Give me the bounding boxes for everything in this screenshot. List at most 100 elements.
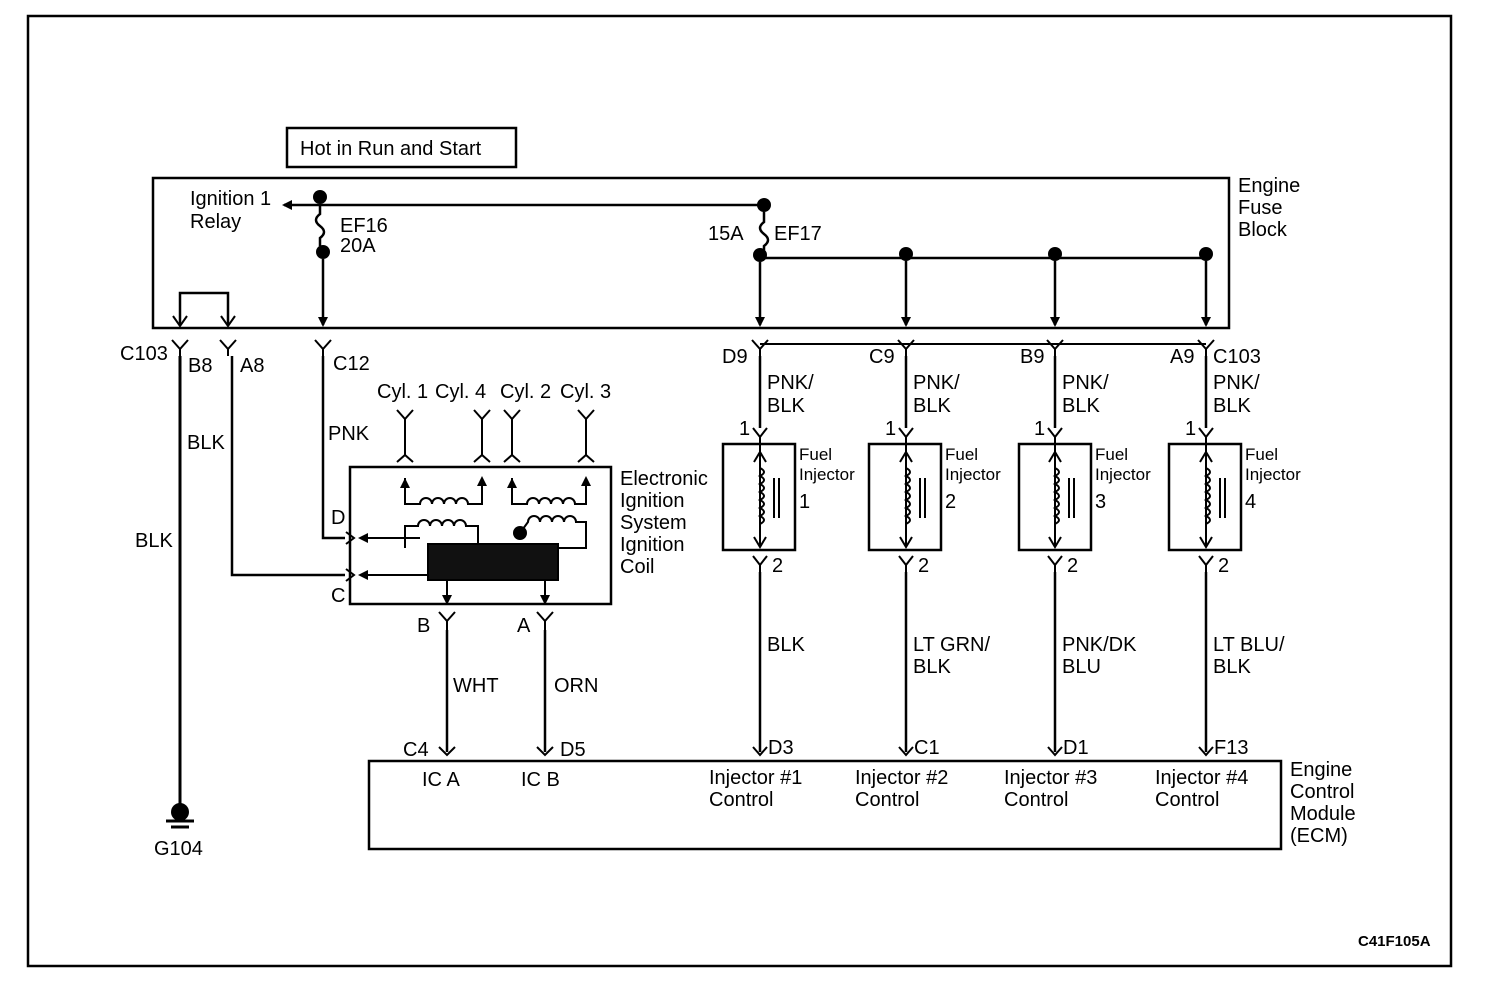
relay-label-2: Relay: [190, 211, 241, 233]
injector-4-solenoid-icon: [1203, 467, 1211, 525]
cyl-3-label: Cyl. 3: [560, 381, 611, 403]
c103-right-label: C103: [1213, 346, 1261, 368]
injector-4-pin1-socket-icon: [1198, 427, 1214, 439]
ef16-bottom-node: [316, 245, 330, 259]
pin-d-socket-icon: [345, 531, 356, 545]
injector-3-name-2: Injector: [1095, 465, 1151, 484]
ef16-fuse-icon: [314, 204, 326, 246]
coil-label-3: System: [620, 512, 687, 534]
bus-node-2: [899, 247, 913, 261]
injector-3-ecm-label-1: Injector #3: [1004, 767, 1097, 789]
ignition-coil-box: [348, 465, 613, 606]
engine-fuse-block: [151, 176, 1231, 330]
cyl-1-label: Cyl. 1: [377, 381, 428, 403]
outer-frame: [26, 14, 1453, 968]
injector-4-bottom-color-1: LT BLU/: [1213, 634, 1285, 656]
cyl-1-output: [396, 409, 414, 463]
ef17-bottom-node: [753, 248, 767, 262]
fuse-block-label-3: Block: [1238, 219, 1288, 241]
coil-2-3-secondary-winding: [511, 476, 591, 505]
injector-4-pin2-label: 2: [1218, 555, 1229, 577]
a8-fork-icon: [219, 339, 237, 356]
figure-code: C41F105A: [1358, 933, 1431, 950]
injector-1-top-color-1: PNK/: [767, 372, 814, 394]
pin-a-label: A: [517, 615, 531, 637]
ground-node: [171, 803, 189, 821]
injector-4-top-color-2: BLK: [1213, 395, 1251, 417]
b8-label: B8: [188, 355, 212, 377]
orn-wire-color: ORN: [554, 675, 598, 697]
injector-3-ecm-label-2: Control: [1004, 789, 1068, 811]
c103-left-label: C103: [120, 343, 168, 365]
a9-label: A9: [1170, 346, 1194, 368]
coil-label-1: Electronic: [620, 468, 708, 490]
injector-4-name-1: Fuel: [1245, 445, 1278, 464]
injector-2-pin2-fork-icon: [898, 555, 914, 572]
ef17-rating: 15A: [708, 223, 744, 245]
injector-3-outlet-arrow-icon: [1048, 536, 1062, 549]
injector-2-ecm-label-1: Injector #2: [855, 767, 948, 789]
injector-1-ecm-label-2: Control: [709, 789, 773, 811]
cyl-4-label: Cyl. 4: [435, 381, 486, 403]
injector-3-number: 3: [1095, 491, 1106, 513]
cyl-4-output: [473, 409, 491, 463]
pin-a-fork-icon: [536, 611, 554, 630]
injector-3-bottom-color-2: BLU: [1062, 656, 1101, 678]
coil-1-4-secondary-winding: [404, 476, 487, 505]
b8-a8-jumper: [178, 291, 230, 325]
injector-3-pin2-label: 2: [1067, 555, 1078, 577]
b9-label: B9: [1020, 346, 1044, 368]
coil-label-2: Ignition: [620, 490, 685, 512]
pin-b-fork-icon: [438, 611, 456, 630]
injector-4-pin2-fork-icon: [1198, 555, 1214, 572]
d9-fork-icon: [751, 339, 769, 356]
injector-3-name-1: Fuel: [1095, 445, 1128, 464]
hot-in-run-box: [285, 126, 518, 169]
injector-1-solenoid-icon: [757, 467, 765, 525]
injector-2-bottom-color-1: LT GRN/: [913, 634, 990, 656]
injector-4-ecm-label-2: Control: [1155, 789, 1219, 811]
b9-fork-icon: [1046, 339, 1064, 356]
ef16-top-node: [313, 190, 327, 204]
ecm-label-3: Module: [1290, 803, 1356, 825]
a8-label: A8: [240, 355, 264, 377]
b8-arrow-icon: [172, 315, 188, 328]
d5-pin-label: D5: [560, 739, 586, 761]
injector-2-pin1-socket-icon: [898, 427, 914, 439]
injector-4-name-2: Injector: [1245, 465, 1301, 484]
injector-3-pin1-label: 1: [1034, 418, 1045, 440]
injector-2-top-color-2: BLK: [913, 395, 951, 417]
fuse-block-label-2: Fuse: [1238, 197, 1282, 219]
bus-node-4: [1199, 247, 1213, 261]
injector-2-ecm-pin: C1: [914, 737, 940, 759]
injector-3-top-color-2: BLK: [1062, 395, 1100, 417]
ef16-name: EF16: [340, 215, 388, 237]
injector-1-bottom-color-1: BLK: [767, 634, 805, 656]
ecm-ic-b-label: IC B: [521, 769, 560, 791]
hot-in-run-label: Hot in Run and Start: [300, 138, 482, 160]
injector-4-top-color-1: PNK/: [1213, 372, 1260, 394]
injector-2-top-color-1: PNK/: [913, 372, 960, 394]
injector-2-pin1-label: 1: [885, 418, 896, 440]
a8-wire-color: BLK: [187, 432, 225, 454]
d9-label: D9: [722, 346, 748, 368]
injector-1-outlet-arrow-icon: [753, 536, 767, 549]
injector-1-pin2-label: 2: [772, 555, 783, 577]
ecm-label-2: Control: [1290, 781, 1354, 803]
injector-1-top-color-2: BLK: [767, 395, 805, 417]
injector-1-ecm-label-1: Injector #1: [709, 767, 802, 789]
c9-label: C9: [869, 346, 895, 368]
pin-c-label: C: [331, 585, 345, 607]
injector-4-pin1-label: 1: [1185, 418, 1196, 440]
c12-label: C12: [333, 353, 370, 375]
injector-4-ecm-socket-icon: [1198, 746, 1214, 757]
injector-1-name-2: Injector: [799, 465, 855, 484]
injector-2-solenoid-icon: [903, 467, 911, 525]
injector-3-ecm-socket-icon: [1047, 746, 1063, 757]
a9-fork-icon: [1197, 339, 1215, 356]
coil-label-5: Coil: [620, 556, 654, 578]
a8-arrow-icon: [220, 315, 236, 328]
injector-2-outlet-arrow-icon: [899, 536, 913, 549]
